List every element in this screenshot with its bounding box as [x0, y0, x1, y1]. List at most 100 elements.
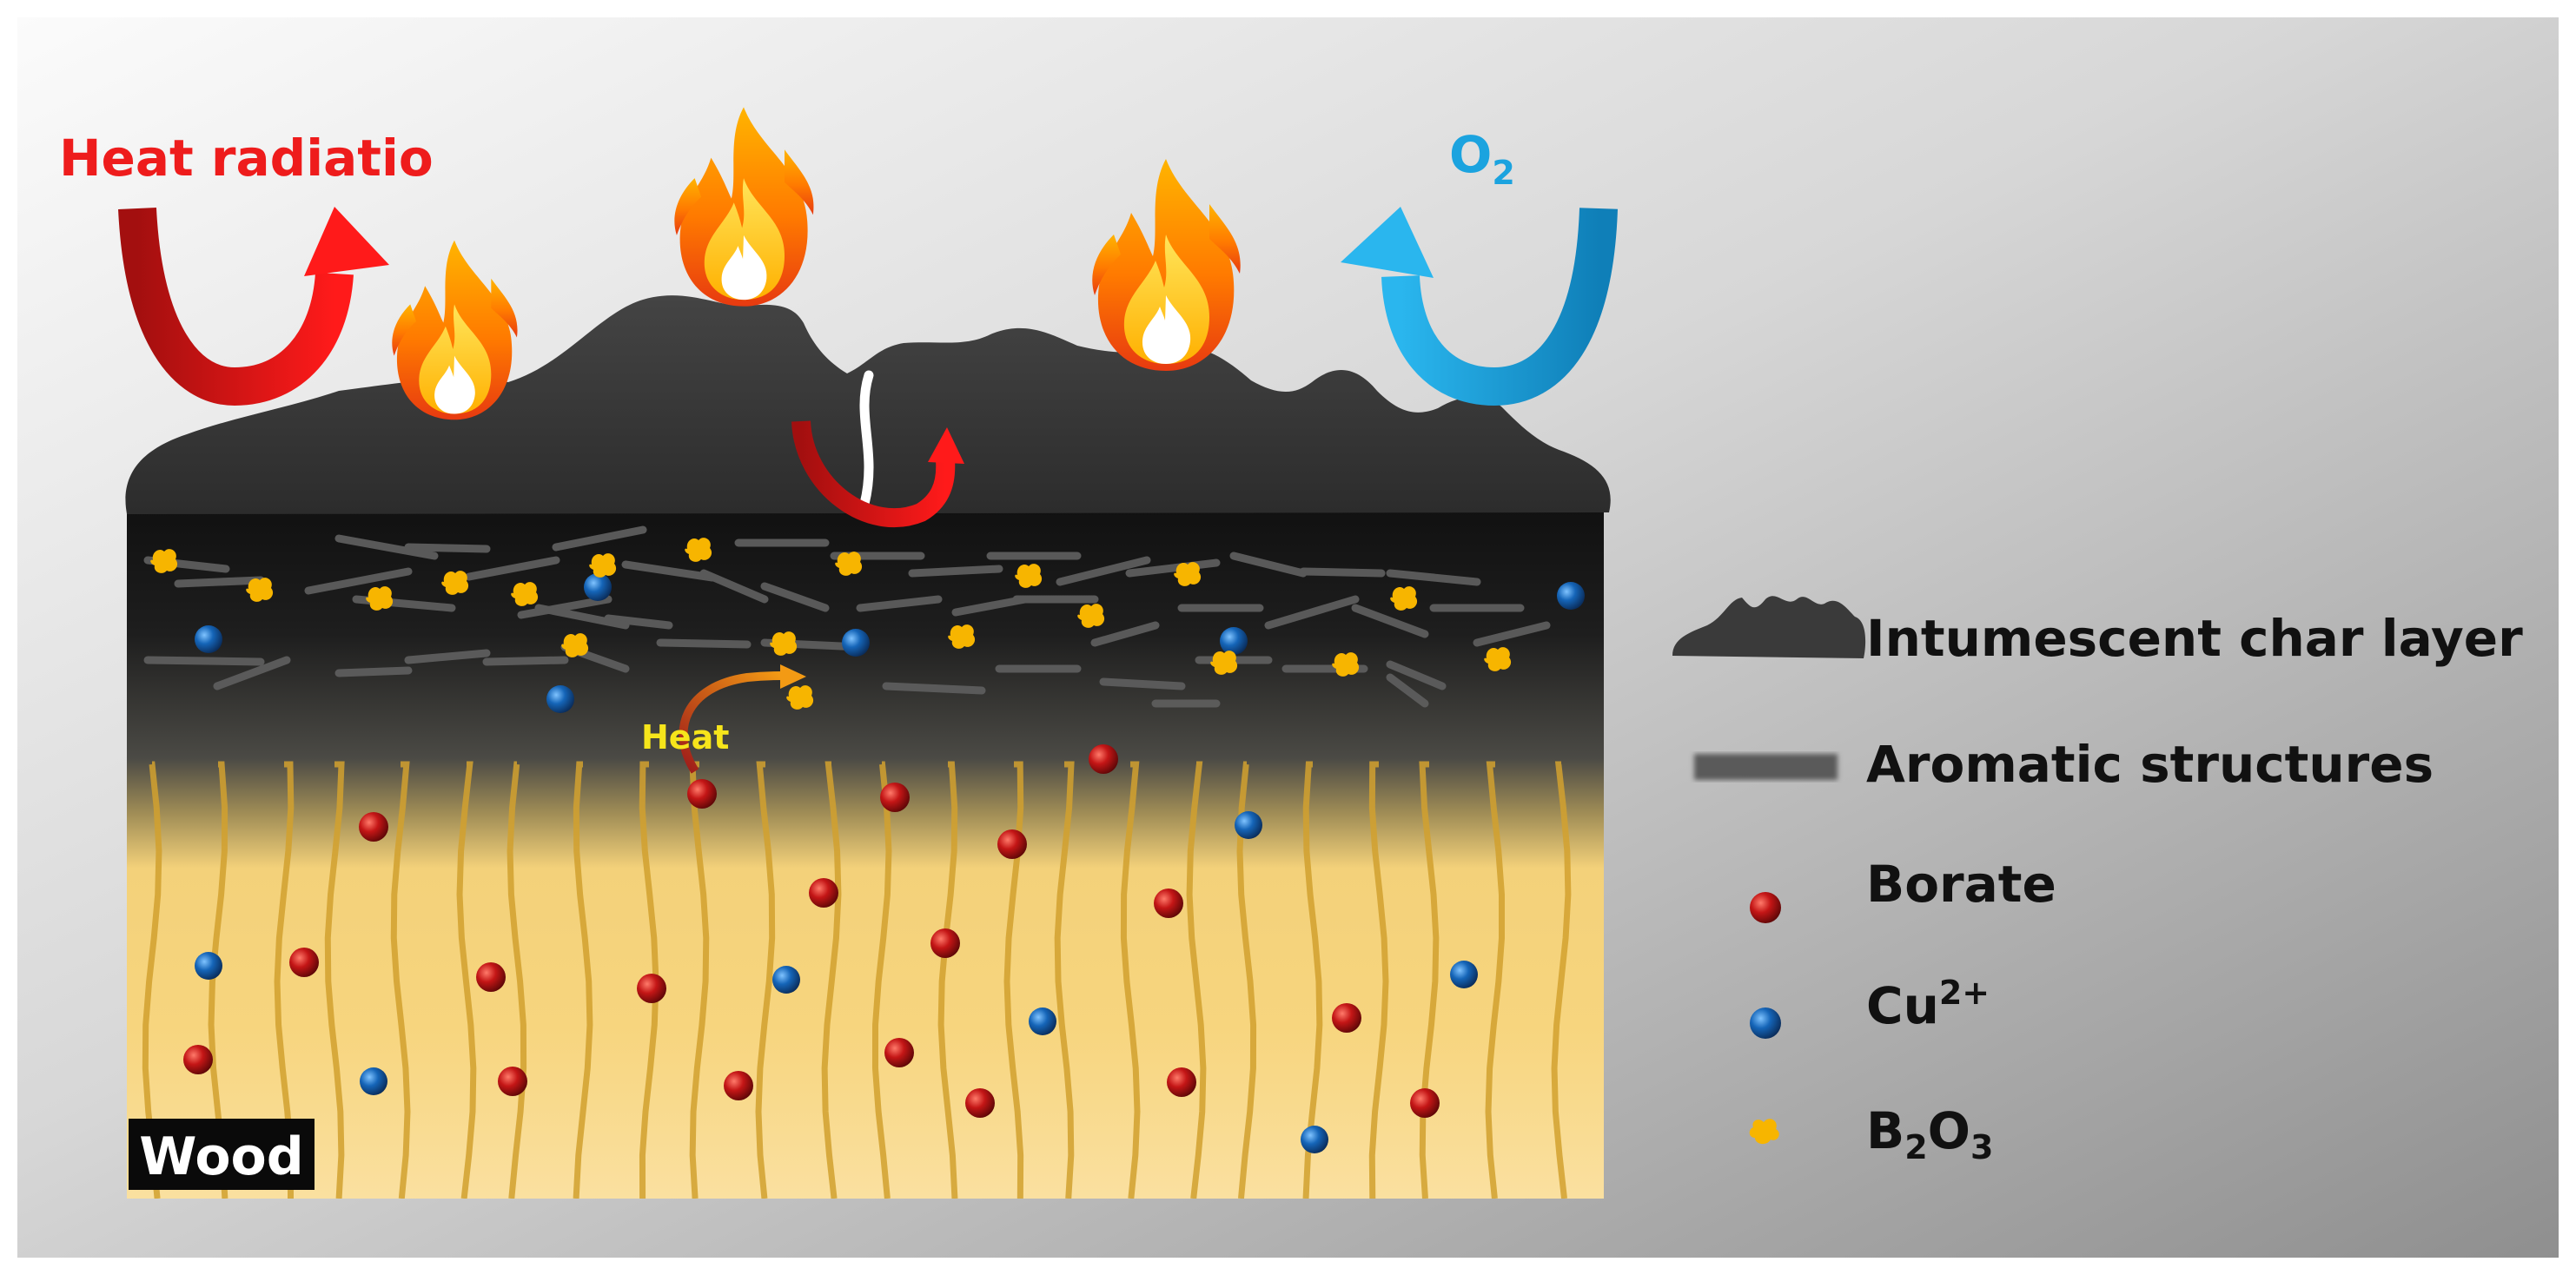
legend-boron-oxide-2: 2: [1904, 1128, 1927, 1166]
char-heat-arrow-icon: [791, 420, 964, 528]
legend-borate-label: Borate: [1866, 855, 2056, 914]
aromatic-bar-icon: [856, 595, 943, 612]
aromatic-bar-icon: [1351, 604, 1429, 638]
aromatic-bar-icon: [699, 569, 769, 604]
aromatic-bar-icon: [1099, 677, 1186, 690]
aromatic-bar-icon: [621, 560, 717, 582]
aromatic-bar-icon: [517, 595, 613, 619]
legend-boron-oxide-b: B: [1866, 1101, 1904, 1160]
aromatic-bar-icon: [1229, 552, 1308, 578]
wood-grain-line: [755, 761, 776, 1199]
legend-char-layer-label: Intumescent char layer: [1866, 609, 2523, 668]
oxygen-arrow-icon: [1341, 207, 1618, 406]
aromatic-bar-icon: [334, 666, 413, 677]
material-block: [127, 511, 1604, 1199]
heat-radiation-arrow-icon: [118, 207, 389, 406]
wood-grain-line: [1236, 761, 1257, 1199]
borate-sphere-icon: [1089, 744, 1118, 774]
wood-grain-line: [937, 761, 958, 1199]
boron-oxide-dot-icon: [948, 624, 976, 649]
aromatic-bar-icon: [534, 604, 630, 630]
wood-grain-line: [639, 761, 659, 1199]
borate-sphere-icon: [183, 1045, 213, 1074]
oxygen-label-sub: 2: [1492, 154, 1514, 192]
legend-boron-oxide-3: 3: [1970, 1128, 1993, 1166]
borate-sphere-icon: [1154, 889, 1183, 918]
copper-sphere-icon: [772, 966, 800, 994]
borate-sphere-icon: [1167, 1067, 1196, 1097]
aromatic-bar-icon: [1386, 569, 1481, 586]
wood-char-gradient: [127, 511, 1604, 1199]
boron-oxide-dot-icon: [1390, 586, 1418, 611]
legend-boron-oxide-label: B2O3: [1866, 1101, 1993, 1166]
boron-oxide-dot-icon: [1015, 564, 1043, 588]
aromatic-bar-icon: [1264, 595, 1360, 630]
wood-label-box: Wood: [129, 1119, 315, 1190]
boron-oxide-dot-icon: [1484, 647, 1512, 671]
copper-sphere-icon: [360, 1067, 387, 1095]
boron-oxide-dot-icon: [561, 633, 589, 657]
boron-oxide-dot-icon: [366, 586, 394, 611]
boron-oxide-dot-icon: [441, 571, 469, 595]
aromatic-bar-icon: [404, 649, 491, 664]
wood-grain-line: [507, 761, 527, 1199]
oxygen-label: O2: [1449, 125, 1515, 192]
aromatic-bar-icon: [1386, 660, 1447, 690]
legend-aromatic-label: Aromatic structures: [1866, 735, 2434, 794]
aromatic-bar-icon: [465, 556, 560, 581]
aromatic-bar-icon: [1090, 621, 1160, 647]
copper-sphere-icon: [842, 629, 870, 657]
particles: [150, 538, 1585, 1153]
borate-sphere-icon: [724, 1071, 753, 1100]
wood-grain-line: [1419, 761, 1440, 1199]
copper-sphere-icon: [1220, 627, 1248, 655]
boron-oxide-dot-icon: [1077, 604, 1105, 628]
wood-grain-line: [821, 761, 842, 1199]
wood-grain-line: [324, 761, 345, 1199]
boron-oxide-dot-icon: [685, 538, 712, 562]
copper-sphere-icon: [584, 573, 612, 601]
aromatic-structures: [143, 525, 1551, 708]
borate-sphere-icon: [1332, 1003, 1361, 1033]
copper-sphere-icon: [195, 952, 222, 980]
copper-sphere-icon: [1301, 1126, 1328, 1153]
aromatic-bar-icon: [482, 656, 569, 666]
borate-sphere-icon: [809, 878, 838, 908]
boron-oxide-dot-icon: [1332, 652, 1360, 677]
aromatic-bar-icon: [656, 638, 752, 649]
aromatic-bar-icon: [213, 656, 291, 690]
aromatic-bar-icon: [1056, 556, 1151, 586]
aromatic-bar-icon: [143, 656, 265, 666]
wood-grain-line: [1054, 761, 1075, 1199]
borate-sphere-icon: [884, 1038, 914, 1067]
copper-sphere-icon: [1029, 1007, 1056, 1035]
borate-sphere-icon: [637, 974, 666, 1003]
aromatic-bar-icon: [882, 682, 986, 695]
aromatic-bar-icon: [174, 576, 265, 588]
wood-grain-line: [1368, 761, 1389, 1199]
aromatic-bar-icon: [552, 525, 647, 552]
boron-oxide-dot-icon: [589, 553, 617, 578]
vapor-stream: [859, 370, 874, 509]
legend-boron-oxide-icon: [1749, 1119, 1779, 1145]
boron-oxide-dot-icon: [770, 631, 798, 656]
wood-grain-line: [1120, 761, 1141, 1199]
copper-sphere-icon: [1557, 582, 1585, 610]
borate-sphere-icon: [687, 779, 717, 809]
wood-grain-line: [1485, 761, 1506, 1199]
borate-sphere-icon: [965, 1088, 995, 1118]
boron-oxide-dot-icon: [246, 578, 274, 602]
legend-copper-main: Cu: [1866, 976, 1939, 1035]
aromatic-bar-icon: [404, 543, 491, 553]
legend-copper-sup: 2+: [1939, 974, 1990, 1012]
wood-grain-line: [456, 761, 477, 1199]
aromatic-bar-icon: [334, 534, 439, 560]
borate-sphere-icon: [997, 829, 1027, 859]
copper-sphere-icon: [546, 685, 574, 713]
oxygen-label-main: O: [1449, 125, 1492, 184]
legend: Intumescent char layer Aromatic structur…: [1672, 596, 2523, 1166]
borate-sphere-icon: [498, 1067, 527, 1096]
wood-grain: [142, 761, 1572, 1199]
legend-borate-icon: [1750, 892, 1781, 923]
